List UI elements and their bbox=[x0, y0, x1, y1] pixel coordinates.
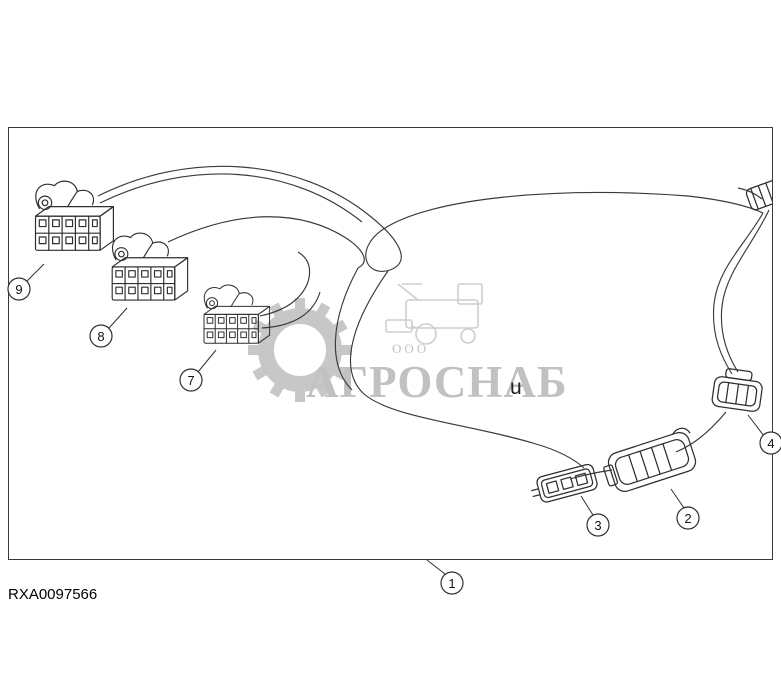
callout-3[interactable]: 3 bbox=[586, 513, 610, 537]
callout-2-label: 2 bbox=[684, 511, 691, 526]
connector-edge-partial bbox=[745, 179, 772, 211]
connector-3 bbox=[531, 463, 598, 503]
callout-1-label: 1 bbox=[448, 576, 455, 591]
connector-7 bbox=[203, 284, 271, 344]
watermark-brand-text: АГРОСНАБ bbox=[306, 357, 568, 407]
callout-3-label: 3 bbox=[594, 518, 601, 533]
callout-4-label: 4 bbox=[767, 436, 774, 451]
callout-8-label: 8 bbox=[97, 329, 104, 344]
callout-9[interactable]: 9 bbox=[7, 277, 31, 301]
watermark-harvester-icon bbox=[385, 283, 483, 345]
connector-2 bbox=[603, 427, 697, 493]
watermark: ООО АГРОСНАБ bbox=[248, 283, 568, 407]
watermark-u-text: u bbox=[510, 376, 522, 399]
callout-8[interactable]: 8 bbox=[89, 324, 113, 348]
callout-4[interactable]: 4 bbox=[759, 431, 781, 455]
part-code-text: RXA0097566 bbox=[8, 586, 97, 603]
callout-2[interactable]: 2 bbox=[676, 506, 700, 530]
callout-7-label: 7 bbox=[187, 373, 194, 388]
connector-4 bbox=[711, 368, 763, 412]
diagram-frame bbox=[8, 127, 773, 560]
callout-7[interactable]: 7 bbox=[179, 368, 203, 392]
connector-9 bbox=[34, 180, 114, 251]
callout-1[interactable]: 1 bbox=[440, 571, 464, 595]
watermark-gear-icon bbox=[248, 298, 352, 402]
harness-wires bbox=[97, 165, 770, 480]
connector-8 bbox=[111, 232, 189, 301]
callout-leaders bbox=[26, 263, 765, 575]
watermark-ooo-text: ООО bbox=[392, 341, 429, 356]
callout-9-label: 9 bbox=[15, 282, 22, 297]
